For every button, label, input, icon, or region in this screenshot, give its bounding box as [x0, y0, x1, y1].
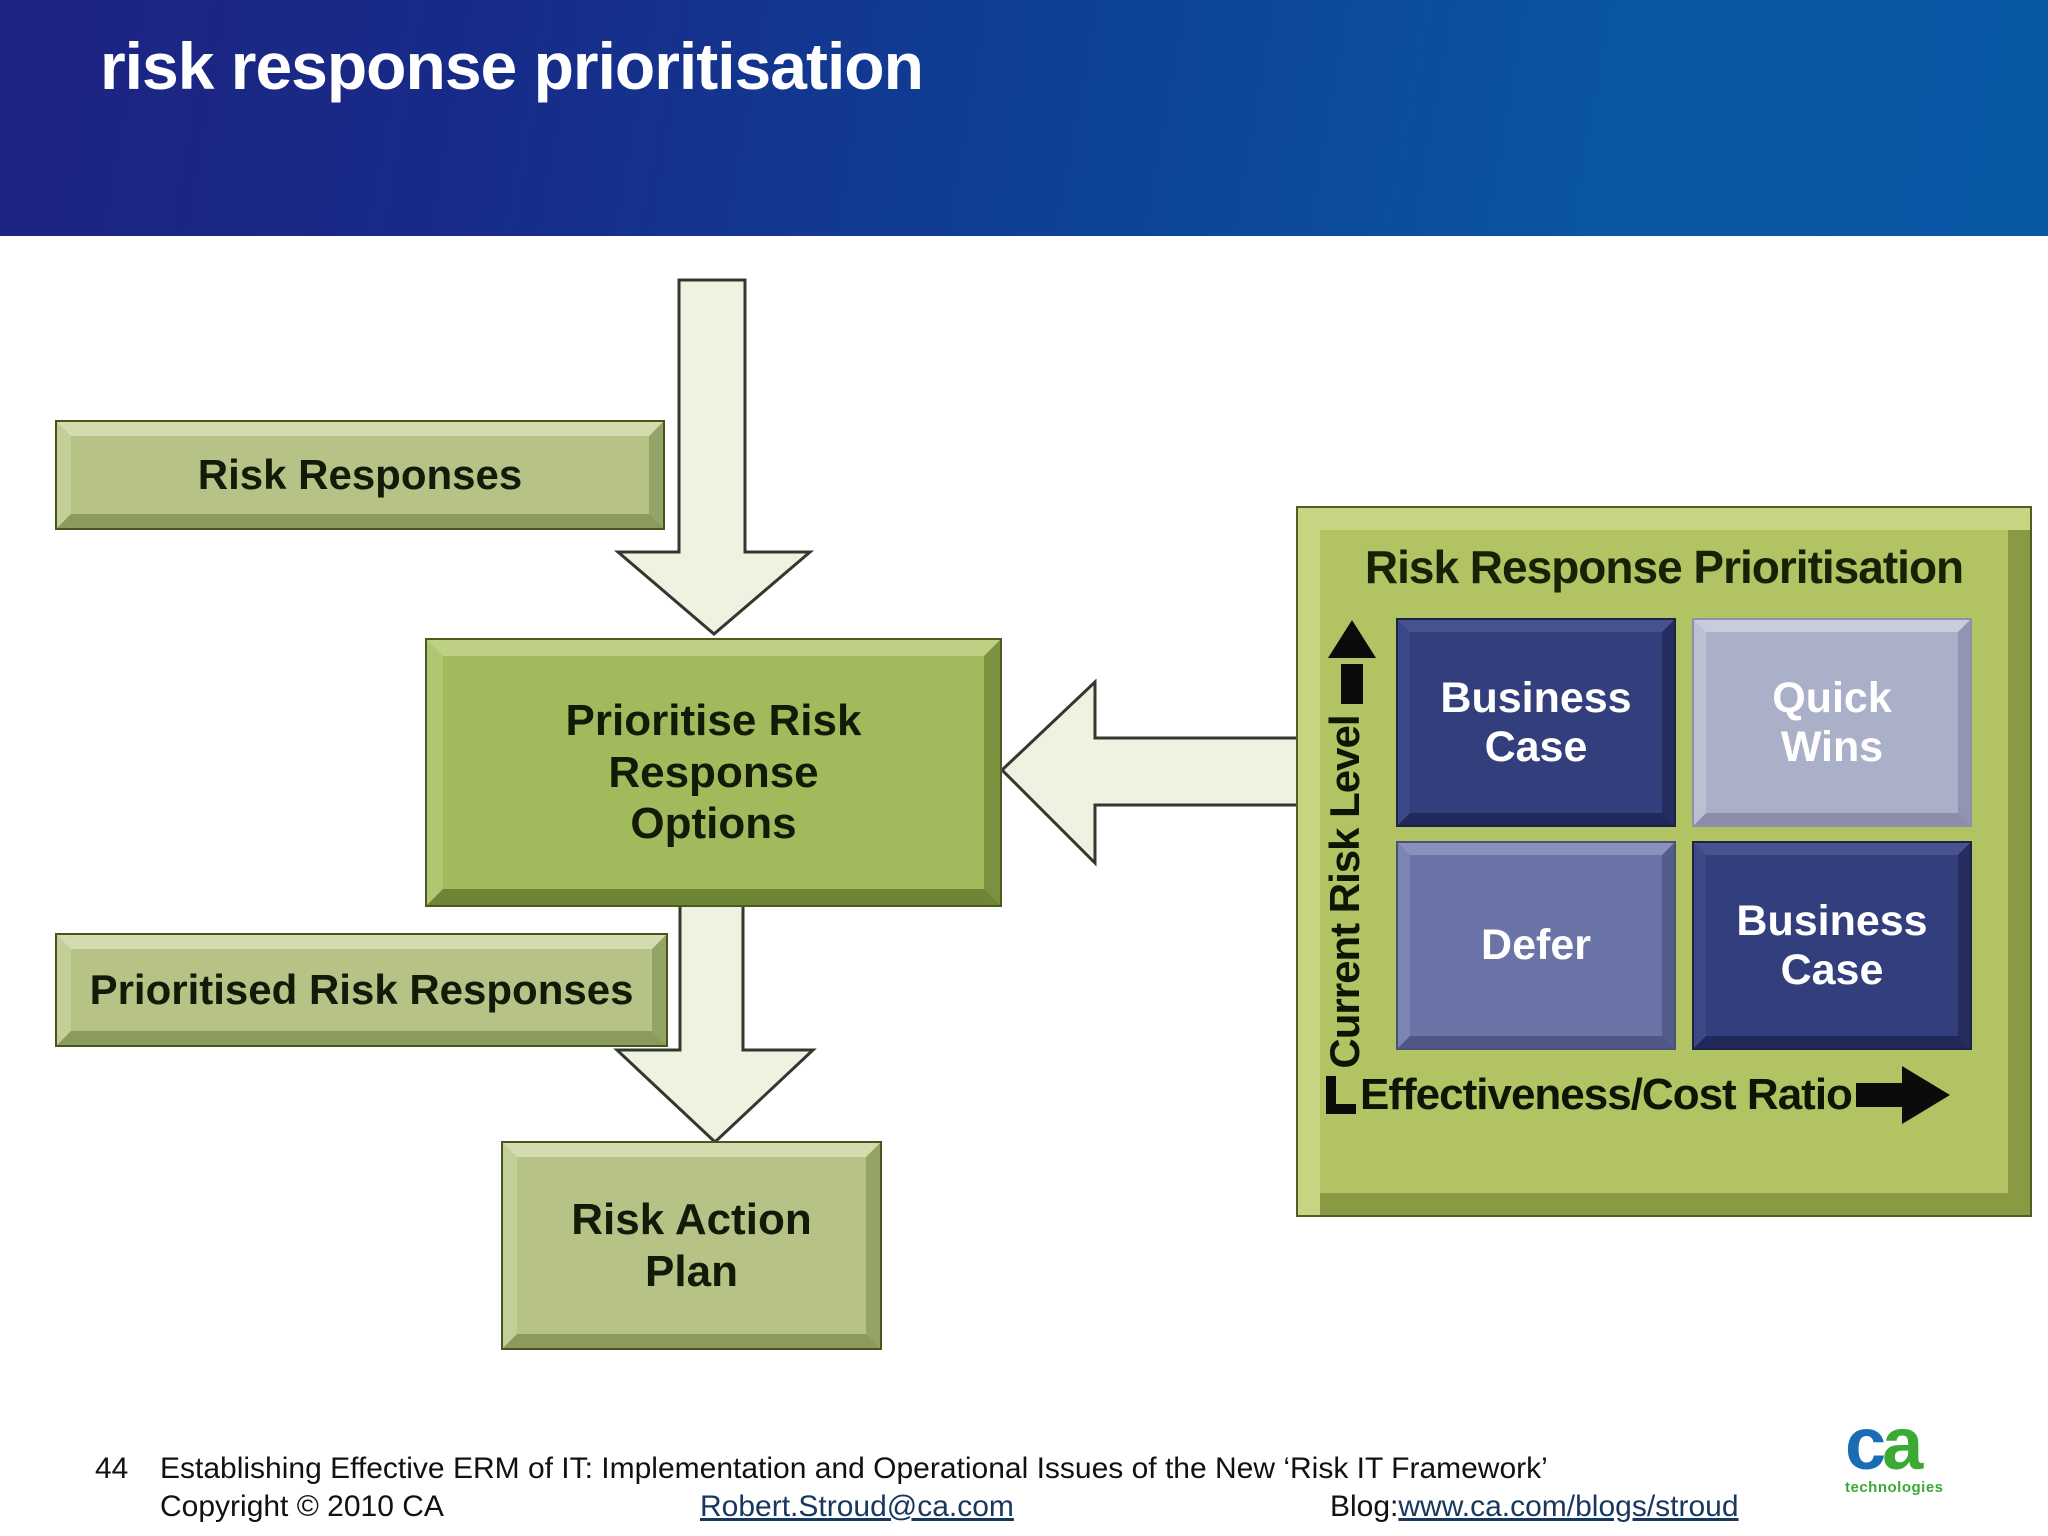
quadrant-business-case-bottom-right: Business Case	[1694, 843, 1970, 1048]
quadrant-business-case-top-left: Business Case	[1398, 620, 1674, 825]
flow-down-arrow-1-icon	[613, 278, 815, 636]
page-title: risk response prioritisation	[100, 29, 924, 103]
logo-technologies-text: technologies	[1845, 1478, 1944, 1496]
prioritised-risk-responses-box: Prioritised Risk Responses	[57, 935, 666, 1045]
x-axis-row: Effectiveness/Cost Ratio	[1326, 1064, 1986, 1126]
blog-label: Blog:	[1330, 1490, 1399, 1523]
prioritise-risk-response-options-box: Prioritise Risk Response Options	[427, 640, 1000, 905]
logo-letter-c: c	[1845, 1402, 1886, 1485]
axis-corner-icon	[1326, 1076, 1356, 1114]
logo-letter-a: a	[1882, 1402, 1923, 1485]
page-number: 44	[95, 1452, 129, 1485]
risk-response-prioritisation-panel: Risk Response Prioritisation Current Ris…	[1298, 508, 2030, 1215]
axis-up-arrow-icon	[1328, 620, 1376, 704]
y-axis-label: Current Risk Level	[1321, 715, 1368, 1069]
footer-blog: Blog:www.ca.com/blogs/stroud	[1330, 1490, 1739, 1524]
quadrant-quick-wins: Quick Wins	[1694, 620, 1970, 825]
email-link[interactable]: Robert.Stroud@ca.com	[700, 1490, 1014, 1523]
risk-responses-box: Risk Responses	[57, 422, 663, 528]
flow-down-arrow-2-icon	[613, 900, 817, 1145]
ca-logo-mark: ca	[1845, 1407, 1975, 1481]
footer-title-line: Establishing Effective ERM of IT: Implem…	[160, 1452, 1548, 1485]
slide-header: risk response prioritisation	[0, 0, 2048, 236]
matrix-title: Risk Response Prioritisation	[1364, 541, 1964, 593]
quadrant-defer: Defer	[1398, 843, 1674, 1048]
ca-technologies-logo: ca technologies	[1845, 1407, 1975, 1496]
footer-copyright: Copyright © 2010 CA	[160, 1490, 444, 1523]
x-axis-label: Effectiveness/Cost Ratio	[1360, 1070, 1853, 1119]
quadrant-grid: Business Case Quick Wins Defer Business …	[1398, 620, 1970, 1048]
axis-right-arrow-icon	[1855, 1066, 1950, 1124]
flow-left-arrow-icon	[999, 678, 1300, 867]
risk-action-plan-box: Risk Action Plan	[503, 1143, 880, 1348]
blog-link[interactable]: www.ca.com/blogs/stroud	[1398, 1490, 1739, 1523]
